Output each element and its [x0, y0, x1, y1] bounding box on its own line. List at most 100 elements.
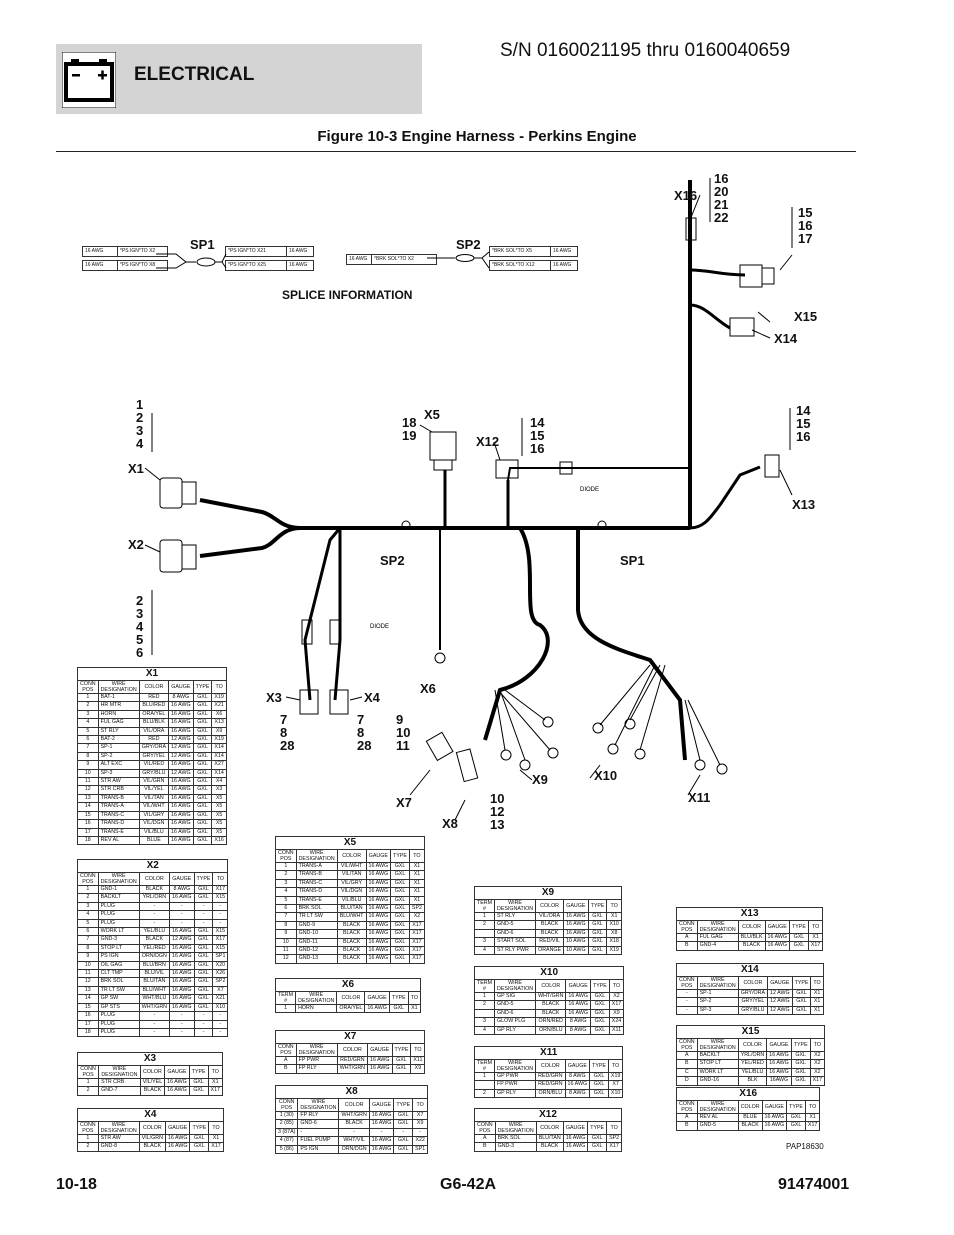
table-header-cell: GAUGE [168, 680, 194, 694]
table-cell: 8 [77, 751, 99, 762]
table-cell: STOP LT [97, 943, 140, 954]
table-cell: A [474, 1133, 496, 1144]
table-cell: BLACK [336, 929, 367, 939]
table-caption: X2 [76, 859, 229, 873]
table-caption: X5 [275, 836, 425, 850]
table-cell: BLACK [138, 1142, 166, 1152]
table-cell: GXL [786, 1121, 806, 1131]
x8-label: X8 [442, 816, 458, 831]
table-cell: D [676, 1076, 698, 1086]
table-cell: - [193, 901, 214, 912]
table-cell: BAT-2 [97, 735, 140, 745]
table-cell [473, 1080, 496, 1090]
table-header-cell: COLOR [535, 1121, 564, 1135]
table-header-cell: TO [208, 1121, 224, 1135]
table-cell: X7 [607, 1080, 624, 1090]
serial-range: S/N 0160021195 thru 0160040659 [500, 40, 791, 61]
table-cell: - [169, 1019, 195, 1029]
table-cell: 5 [275, 895, 297, 906]
table-cell: GXL [587, 937, 608, 947]
table-cell: GXL [390, 946, 410, 956]
table-cell: STOP LT [696, 1059, 739, 1069]
table-cell: VIL/YEL [138, 785, 170, 795]
table-cell: 16 AWG [164, 1142, 191, 1152]
x5-label: X5 [424, 407, 440, 422]
table-cell: 2 [77, 893, 99, 903]
table-cell: 9 [275, 929, 297, 939]
table-header-cell: COLOR [535, 1059, 566, 1073]
table-cell: - [193, 910, 214, 920]
table-cell: WORK LT [97, 927, 140, 937]
table-cell: X19 [607, 1071, 624, 1082]
table-cell: X21 [212, 994, 229, 1004]
table-cell: 16 AWG [164, 1086, 190, 1096]
table-header-cell: TO [810, 976, 824, 990]
table-cell: BLACK [535, 928, 565, 939]
table-cell: SP-3 [97, 768, 140, 779]
table-cell: X11 [410, 1055, 426, 1066]
table-cell: 11 [77, 969, 99, 979]
table-header-cell: WIRE DESIGNATION [295, 991, 338, 1005]
table-cell: 12 AWG [168, 751, 194, 762]
table-cell: TRANS-D [295, 887, 338, 897]
table-cell: BLACK [535, 1000, 567, 1010]
table-caption: X1 [77, 667, 227, 681]
table-header-cell: TYPE [789, 920, 809, 934]
table-cell: FP PWR [295, 1055, 338, 1066]
table-caption: X11 [473, 1046, 624, 1060]
table-header-cell: TO [410, 1043, 426, 1057]
document-number: 91474001 [778, 1176, 850, 1193]
table-cell: 8 [275, 920, 297, 931]
table-cell: - [212, 1011, 229, 1021]
table-cell: X22 [412, 1136, 429, 1146]
table-cell: HORN [97, 709, 140, 720]
table-cell: 4 [473, 1025, 496, 1036]
table-cell: GXL [192, 768, 213, 779]
table-cell: X17 [809, 1076, 826, 1086]
table-cell: - [169, 1011, 195, 1021]
table-cell: WHT/GRN [138, 1002, 171, 1013]
table-cell: VIL/ORA [535, 911, 565, 922]
table-cell: X11 [608, 1025, 625, 1036]
table-cell: 12 AWG [767, 1005, 793, 1016]
table-cell: GXL [791, 1005, 812, 1016]
table-cell: - [138, 910, 171, 920]
table-cell: X5 [211, 810, 227, 821]
table-cell: - [393, 1127, 414, 1138]
table-header-cell: COLOR [138, 1121, 166, 1135]
table-cell: GND-12 [295, 946, 338, 956]
table-cell: 16 AWG [168, 819, 194, 829]
table-cell: - [297, 1127, 340, 1138]
table-caption: X7 [274, 1030, 426, 1044]
table-cell: ORN/DGN [138, 952, 171, 962]
table-header-cell: GAUGE [562, 1121, 589, 1135]
x9-label: X9 [532, 772, 548, 787]
table-header-cell: CONN POS [676, 1100, 698, 1114]
table-cell: 15 [77, 810, 99, 821]
table-cell: 10 [77, 960, 99, 971]
table-cell: X17 [207, 1086, 224, 1096]
table-cell: - [212, 901, 229, 912]
table-cell: YEL/RED [737, 1059, 768, 1069]
table-cell: - [138, 1011, 171, 1021]
table-header-cell: WIRE DESIGNATION [98, 1065, 141, 1079]
table-cell: SP-2 [97, 751, 140, 762]
table-cell: 16 AWG [563, 920, 589, 930]
